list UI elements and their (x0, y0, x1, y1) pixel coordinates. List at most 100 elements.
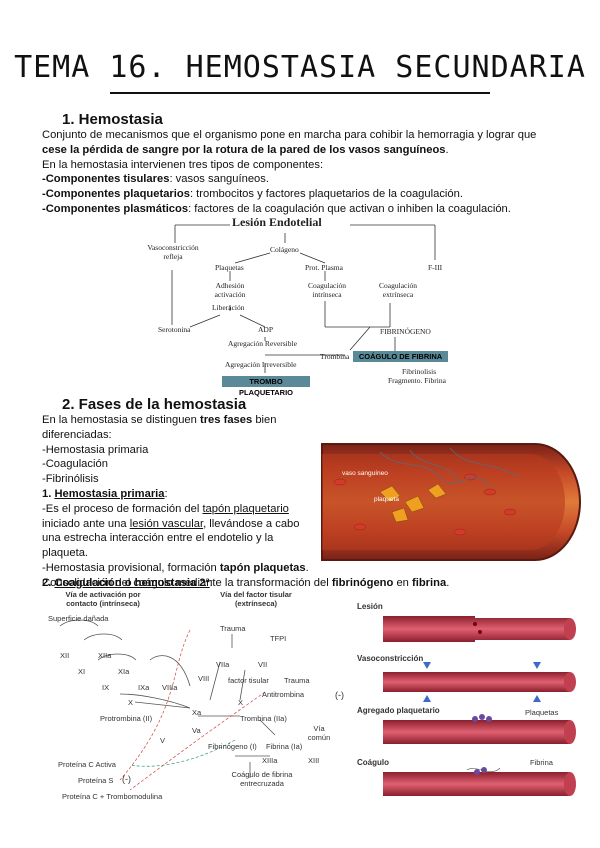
s2-intro-pre: En la hemostasia se distinguen (42, 414, 200, 426)
d1-adp: ADP (258, 325, 274, 334)
s1-item-2-text: : factores de la coagulación que activan… (188, 202, 511, 215)
cascade-protrombina: Protrombina (II) (100, 714, 153, 723)
s1-item-1-label: -Componentes plaquetarios (42, 188, 190, 201)
cascade-factor-viiia: VIIIa (162, 683, 178, 692)
cascade-via-comun: Vía común (307, 724, 331, 742)
cascade-trauma2: Trauma (284, 676, 310, 685)
s2-primaria-title: Hemostasia primaria (54, 487, 165, 500)
d1-vasoconstriccion: Vasoconstricción refleja (147, 243, 199, 261)
cascade-trauma1: Trauma (220, 624, 246, 633)
s1-item-0-text: : vasos sanguíneos. (169, 173, 269, 186)
s2-primaria-num: 1. (42, 487, 55, 500)
cascade-factor-ixa: IXa (138, 683, 150, 692)
s2-phase-2: -Fibrinólisis (42, 473, 99, 486)
s2-coag-line: Consolidación del coágulo mediante la tr… (42, 576, 582, 591)
d1-coag-intrinseca: Coagulación intrínseca (308, 281, 346, 299)
cascade-factor-v: V (160, 736, 166, 745)
cascade-factor-xiiia: XIIIa (262, 756, 278, 765)
stage-vasoconstriccion: Vasoconstricción (357, 654, 424, 663)
d1-coagulo-fibrina: COÁGULO DE FIBRINA (353, 351, 448, 362)
d1-fibrinolisis: Fibrinolisis (402, 367, 437, 376)
s2-p2-c: . (305, 561, 309, 574)
section1-heading: 1. Hemostasia (62, 111, 163, 128)
s1-item-1-text: : trombocitos y factores plaquetarios de… (189, 188, 463, 201)
s2-coag-colon: : (209, 576, 213, 589)
cascade-fibrinogeno: Fibrinógeno (I) (208, 742, 257, 751)
cascade-factor-xiia: XIIa (98, 651, 112, 660)
cascade-tfpi: TFPI (270, 634, 287, 643)
cascade-factor-ix: IX (102, 683, 110, 692)
s1-intro-pre: Conjunto de mecanismos que el organismo … (42, 129, 537, 141)
stage-agregado: Agregado plaquetario (357, 706, 440, 715)
stage-tube-4 (383, 767, 576, 796)
s2-p1-d: una estrecha interacción entre el endote… (42, 532, 274, 545)
cascade-factor-va: Va (192, 726, 201, 735)
vessel-colageno-label: Colágeno subendotelial (380, 436, 448, 443)
cascade-proteina-c-tm: Proteína C + Trombomodulina (62, 792, 163, 801)
cascade-intrinseca: Vía de activación por contacto (intrínse… (65, 590, 141, 608)
d1-serotonina: Serotonina (158, 325, 191, 334)
cascade-factor-xa: Xa (192, 708, 202, 717)
d1-trombina: Trombina (320, 352, 350, 361)
page-title: TEMA 16. HEMOSTASIA SECUNDARIA (14, 50, 586, 85)
cascade-minus1: (-) (335, 690, 344, 700)
d1-liberacion: Liberación (212, 303, 245, 312)
s2-coag-a: Consolidación del coágulo mediante la tr… (42, 577, 332, 589)
s2-p2-a: -Hemostasia provisional, formación (42, 561, 220, 574)
cascade-factor-tisular: factor tisular (228, 676, 269, 685)
s2-intro-bold: tres fases (199, 414, 253, 426)
d1-colageno: Colágeno (270, 245, 299, 254)
cascade-factor-xii: XII (60, 651, 70, 660)
s2-phase-0: -Hemostasia primaria (42, 443, 149, 456)
cascade-factor-x-left: X (128, 698, 134, 707)
s2-intro-end: bien diferenciadas: (42, 414, 277, 441)
section2-body: En la hemostasia se distinguen tres fase… (42, 413, 322, 591)
cascade-factor-viia: VIIa (216, 660, 230, 669)
s2-p1-a: -Es el proceso de formación del (42, 502, 203, 515)
stage-tube-1 (383, 616, 576, 642)
cascade-proteina-c-activa: Proteína C Activa (58, 760, 116, 769)
cascade-proteina-s: Proteína S (78, 776, 114, 785)
coagulation-cascade: Vía de activación por contacto (intrínse… (40, 590, 345, 805)
diagram1-arrows (171, 224, 436, 373)
stage-coagulo: Coágulo (357, 758, 389, 767)
d1-agregacion-rev: Agregación Reversible (228, 339, 297, 348)
s2-coag-title: Coagulación o hemostasia 2ª (54, 576, 210, 589)
vessel-illustration: Colágeno subendotelial vaso sanguíneo pl… (320, 432, 582, 564)
d1-prot-plasma: Prot. Plasma (305, 263, 343, 272)
stage-tube-3 (383, 714, 576, 744)
cascade-factor-viii: VIII (198, 674, 210, 683)
stage-plaquetas: Plaquetas (525, 708, 559, 717)
d1-fragmento: Fragmento. Fibrina (388, 376, 446, 385)
cascade-factor-x-right: X (238, 698, 244, 707)
vessel-image (321, 443, 581, 561)
cascade-factor-vii: VII (258, 660, 268, 669)
cascade-fibrina: Fibrina (Ia) (266, 742, 303, 751)
cascade-factor-xia: XIa (118, 667, 130, 676)
s1-item-0-label: -Componentes tisulares (42, 173, 170, 186)
vessel-vaso-label: vaso sanguíneo (342, 470, 388, 477)
cascade-superficie: Superficie dañada (48, 614, 109, 623)
s2-primaria-colon: : (164, 487, 168, 500)
s2-p1-c: , llevándose a cabo (203, 517, 300, 530)
diagram1-title: Lesión Endotelial (232, 215, 322, 229)
cascade-minus2: (-) (122, 774, 131, 784)
s2-coag-num: 2. (42, 576, 55, 589)
stage-fibrina: Fibrina (530, 758, 553, 767)
s2-p1-u2: lesión vascular (129, 517, 204, 530)
d1-adhesion: Adhesión activación (214, 281, 246, 299)
s2-coag-d: fibrina (412, 577, 447, 589)
d1-plaquetas: Plaquetas (215, 263, 244, 272)
hemostasis-stages: Lesión Vasoconstricción Agregado plaquet… (355, 602, 590, 807)
cascade-extrinseca: Vía del factor tisular (extrínseca) (220, 590, 292, 608)
cascade-antitrombina: Antitrombina (262, 690, 305, 699)
cascade-factor-xiii: XIII (308, 756, 320, 765)
stage-lesion: Lesión (357, 602, 383, 611)
s1-item-2-label: -Componentes plasmáticos (42, 202, 189, 215)
s1-intro-end: . (445, 143, 449, 156)
s2-coag-e: . (446, 577, 450, 589)
title-underline (110, 92, 490, 94)
section1-body: Conjunto de mecanismos que el organismo … (42, 128, 572, 217)
s2-coag-b: fibrinógeno (331, 577, 394, 589)
stages-image (383, 616, 576, 796)
